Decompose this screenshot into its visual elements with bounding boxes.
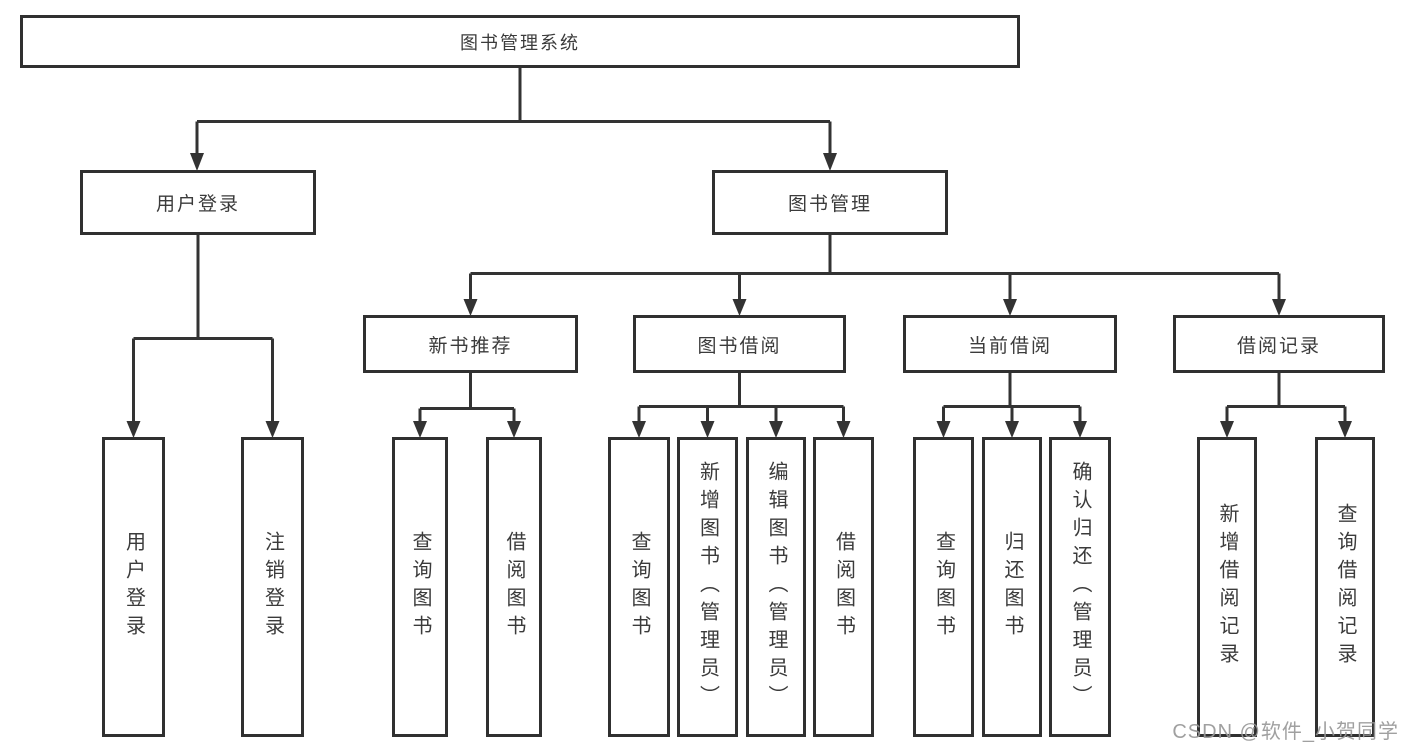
connector-management-to-groups	[469, 233, 1281, 300]
node-user-login-label: 用户登录	[155, 194, 240, 215]
leaf-edit-books-admin: 编辑图书（管理员）	[746, 437, 806, 737]
leaf-query-borrow-record-label: 查询借阅记录	[1334, 503, 1356, 671]
connector-group2-to-leaves	[942, 371, 1082, 422]
leaf-add-books-admin: 新增图书（管理员）	[677, 437, 738, 737]
arrowhead	[1338, 421, 1352, 438]
arrowhead	[265, 421, 280, 438]
arrowhead	[769, 421, 783, 438]
arrowhead	[190, 153, 204, 171]
leaf-borrow-books-label: 借阅图书	[832, 531, 855, 643]
node-book-borrow: 图书借阅	[633, 315, 846, 373]
leaf-logout-label: 注销登录	[261, 531, 284, 643]
leaf-query-books-recommend: 查询图书	[392, 437, 448, 737]
arrowhead	[632, 421, 646, 438]
leaf-confirm-return-admin-label: 确认归还（管理员）	[1069, 461, 1091, 713]
node-root: 图书管理系统	[20, 15, 1020, 68]
arrowhead	[413, 421, 427, 438]
node-root-label: 图书管理系统	[460, 32, 580, 53]
connector-group1-to-leaves	[637, 371, 845, 422]
arrowhead	[936, 421, 951, 438]
leaf-query-books-borrow-label: 查询图书	[628, 531, 650, 643]
leaf-query-books-current-label: 查询图书	[932, 531, 955, 643]
arrowheads	[126, 153, 1352, 438]
leaf-edit-books-admin-label: 编辑图书（管理员）	[765, 461, 787, 713]
arrowhead	[1003, 299, 1017, 316]
node-user-login: 用户登录	[80, 170, 316, 235]
leaf-logout: 注销登录	[241, 437, 304, 737]
leaf-query-borrow-record: 查询借阅记录	[1315, 437, 1375, 737]
node-borrow-records-label: 借阅记录	[1236, 335, 1321, 357]
arrowhead	[823, 153, 837, 171]
leaf-return-books: 归还图书	[982, 437, 1042, 737]
node-book-management-label: 图书管理	[787, 194, 872, 215]
node-new-book-recommend: 新书推荐	[363, 315, 578, 373]
arrowhead	[507, 421, 521, 438]
leaf-add-borrow-record-label: 新增借阅记录	[1216, 503, 1238, 671]
node-current-borrow-label: 当前借阅	[967, 335, 1052, 357]
connector-group0-to-leaves	[418, 371, 516, 422]
leaf-query-books-borrow: 查询图书	[608, 437, 670, 737]
arrowhead	[1220, 421, 1234, 438]
node-new-book-recommend-label: 新书推荐	[428, 335, 513, 357]
arrowhead	[1272, 299, 1286, 316]
arrowhead	[126, 421, 141, 438]
leaf-add-books-admin-label: 新增图书（管理员）	[696, 461, 719, 713]
arrowhead	[463, 299, 478, 316]
connector-group3-to-leaves	[1225, 371, 1347, 422]
arrowhead	[836, 421, 851, 438]
node-book-management: 图书管理	[712, 170, 948, 235]
leaf-user-login: 用户登录	[102, 437, 165, 737]
arrowhead	[1073, 421, 1087, 438]
node-borrow-records: 借阅记录	[1173, 315, 1385, 373]
leaf-borrow-books-recommend: 借阅图书	[486, 437, 542, 737]
leaf-return-books-label: 归还图书	[1001, 531, 1023, 643]
csdn-watermark: CSDN @软件_小贺同学	[1172, 721, 1399, 743]
leaf-query-books-recommend-label: 查询图书	[409, 531, 431, 643]
arrowhead	[700, 421, 715, 438]
leaf-user-login-label: 用户登录	[122, 531, 145, 643]
connector-login-to-leaves	[132, 233, 274, 422]
leaf-query-books-current: 查询图书	[913, 437, 974, 737]
leaf-add-borrow-record: 新增借阅记录	[1197, 437, 1257, 737]
node-book-borrow-label: 图书借阅	[697, 335, 782, 357]
connector-root-to-level2	[195, 66, 832, 154]
node-current-borrow: 当前借阅	[903, 315, 1117, 373]
leaf-borrow-books-recommend-label: 借阅图书	[503, 531, 525, 643]
arrowhead	[732, 299, 747, 316]
arrowhead	[1005, 421, 1019, 438]
leaf-confirm-return-admin: 确认归还（管理员）	[1049, 437, 1111, 737]
leaf-borrow-books: 借阅图书	[813, 437, 874, 737]
